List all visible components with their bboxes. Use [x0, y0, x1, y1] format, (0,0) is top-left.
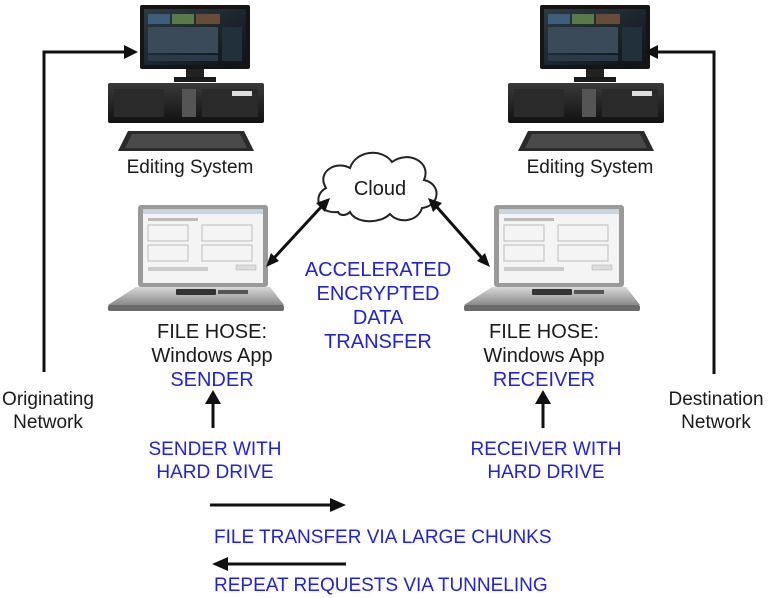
originating-network-arrow: [42, 45, 138, 372]
backward-arrow-icon: [212, 557, 346, 571]
sender-drive-line: HARD DRIVE: [156, 462, 274, 483]
workstation-icon: [508, 5, 664, 151]
destination-network-label: Destination Network: [662, 388, 770, 434]
receiver-drive-label: RECEIVER WITH HARD DRIVE: [456, 438, 636, 484]
receiver-drive-line: RECEIVER WITH: [470, 439, 622, 460]
editing-system-label-left: Editing System: [126, 157, 254, 178]
laptop-icon: [108, 205, 284, 311]
legend-forward-text: FILE TRANSFER VIA LARGE CHUNKS: [214, 527, 552, 548]
sender-line1: FILE HOSE:: [156, 321, 268, 343]
center-line: ENCRYPTED: [316, 283, 440, 305]
center-line: ACCELERATED: [304, 259, 452, 281]
receiver-drive-line: HARD DRIVE: [487, 462, 605, 483]
originating-network-label: Originating Network: [0, 388, 96, 434]
forward-arrow-icon: [210, 498, 346, 512]
sender-role: SENDER: [170, 369, 254, 391]
cloud-link-arrows: [266, 198, 490, 267]
destination-line: Destination: [668, 389, 764, 410]
originating-line: Originating: [2, 389, 94, 410]
sender-drive-label: SENDER WITH HARD DRIVE: [130, 438, 300, 484]
sender-app-label: FILE HOSE: Windows App SENDER: [120, 320, 304, 392]
sender-drive-line: SENDER WITH: [148, 439, 282, 460]
center-transfer-text: ACCELERATED ENCRYPTED DATA TRANSFER: [288, 258, 468, 354]
laptop-icon: [464, 205, 640, 311]
receiver-role: RECEIVER: [492, 369, 596, 391]
receiver-line2: Windows App: [483, 345, 605, 367]
destination-line: Network: [681, 412, 751, 433]
sender-arrow: [205, 390, 221, 428]
receiver-line1: FILE HOSE:: [488, 321, 600, 343]
center-line: TRANSFER: [324, 331, 432, 353]
receiver-arrow: [535, 390, 551, 428]
destination-network-arrow: [644, 45, 716, 374]
legend-backward-text: REPEAT REQUESTS VIA TUNNELING: [214, 575, 548, 596]
sender-line2: Windows App: [151, 345, 273, 367]
receiver-app-label: FILE HOSE: Windows App RECEIVER: [452, 320, 636, 392]
cloud-label: Cloud: [353, 178, 407, 200]
center-line: DATA: [352, 307, 404, 329]
cloud-icon: [317, 152, 438, 223]
workstation-icon: [108, 5, 264, 151]
originating-line: Network: [13, 412, 83, 433]
editing-system-label-right: Editing System: [526, 157, 654, 178]
